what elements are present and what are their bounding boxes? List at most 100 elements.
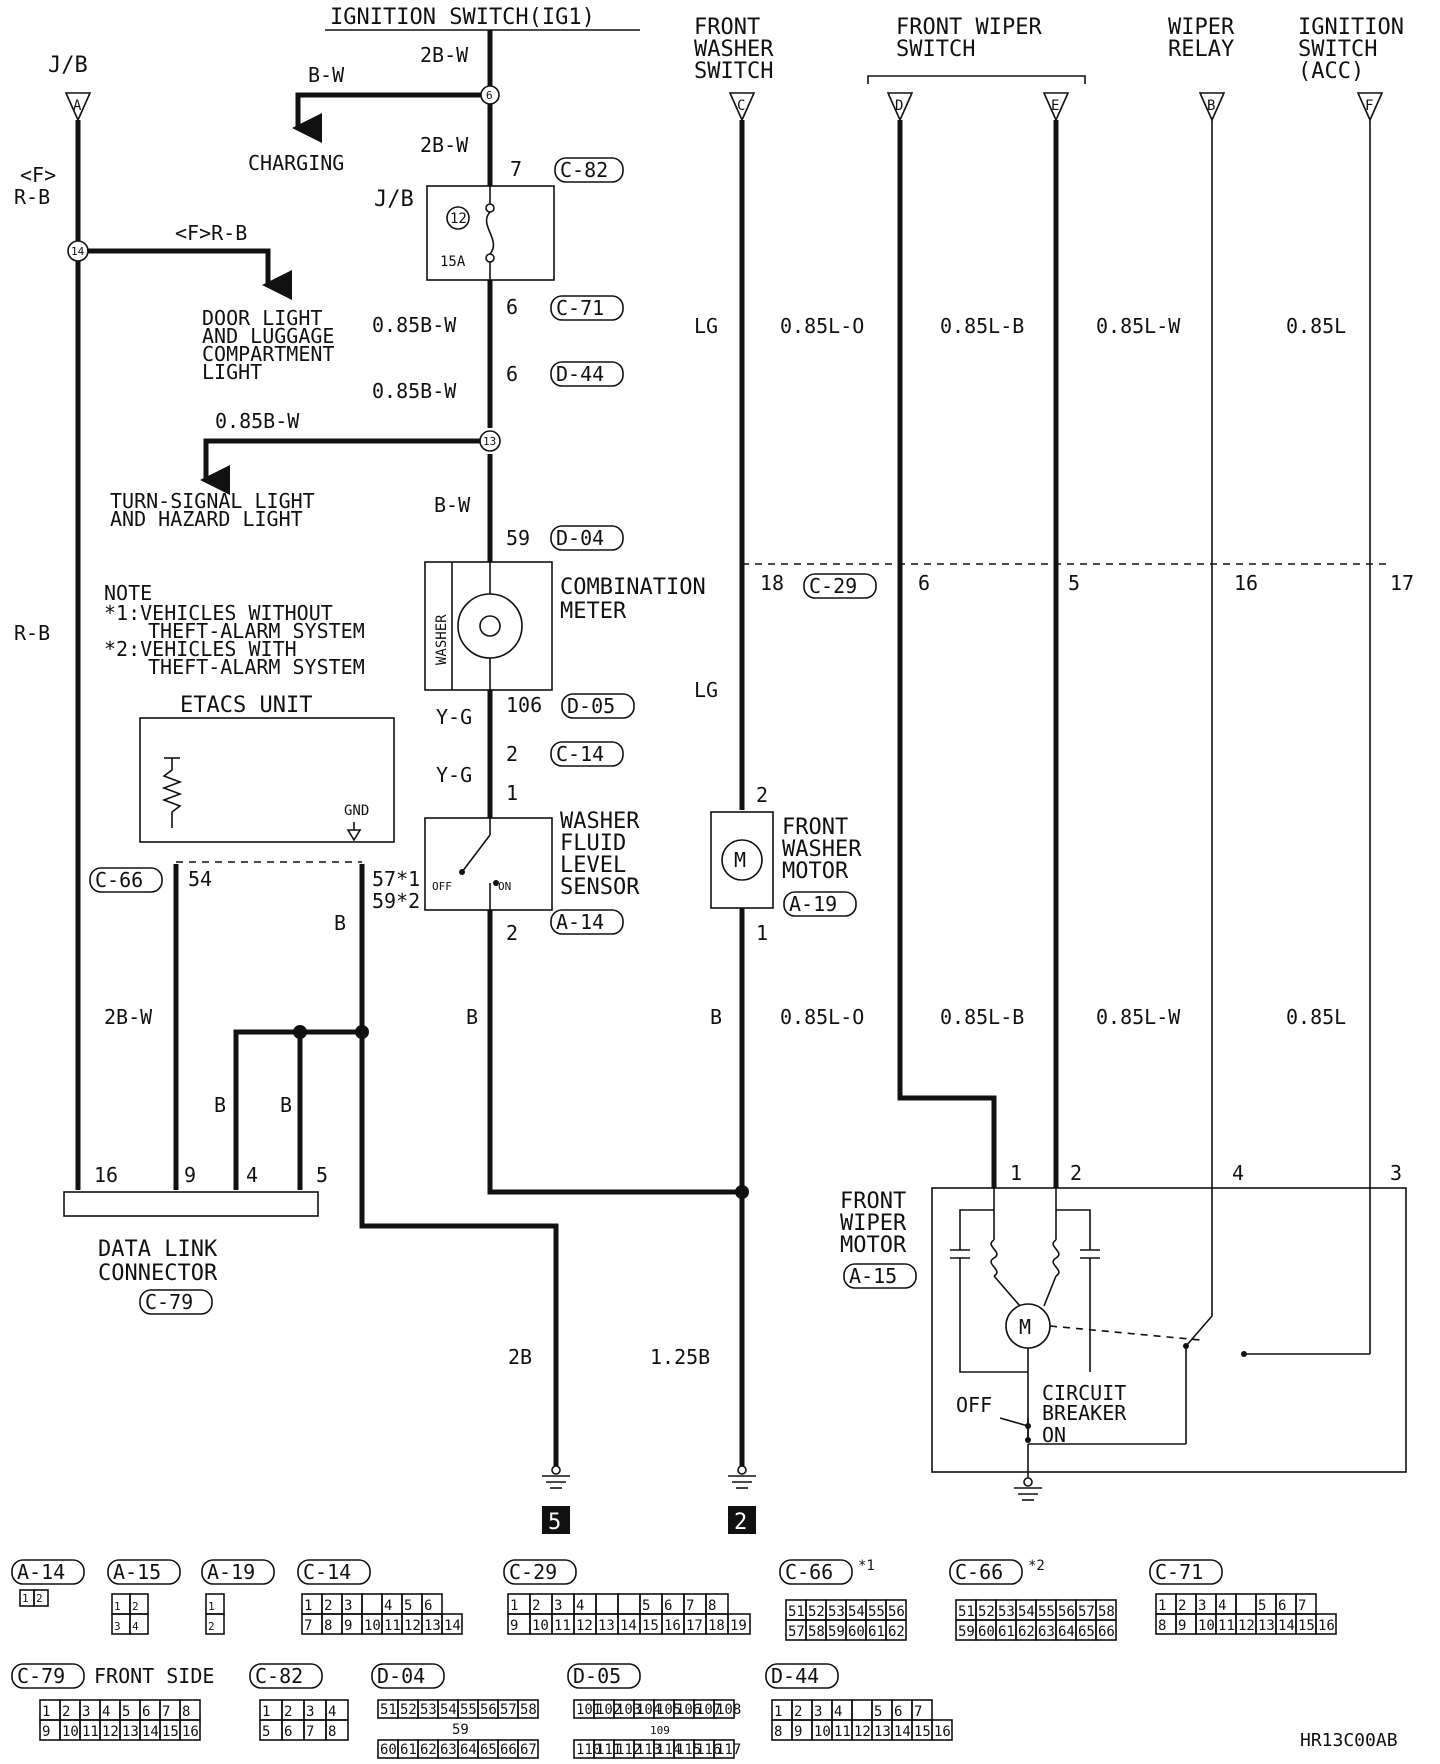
legend-a19: A-19 — [201, 1559, 275, 1585]
svg-text:THEFT-ALARM SYSTEM: THEFT-ALARM SYSTEM — [148, 619, 365, 643]
legend-pin: 7 — [686, 1598, 694, 1614]
conn-c-66: C-66 — [89, 867, 163, 893]
header-front-washer-switch: FRONT WASHER SWITCH — [694, 15, 774, 84]
wire-label-085l-w-1: 0.85L-W — [1096, 314, 1181, 338]
svg-text:16: 16 — [1234, 571, 1258, 595]
legend-pin: 51 — [380, 1702, 397, 1718]
svg-text:D-44: D-44 — [556, 362, 604, 386]
legend-pin: 103 — [616, 1702, 641, 1718]
legend-pin: 64 — [1058, 1624, 1075, 1640]
legend-pin: 53 — [420, 1702, 437, 1718]
svg-text:LEVEL: LEVEL — [560, 853, 626, 878]
svg-text:C-14: C-14 — [303, 1560, 351, 1584]
legend-c29: C-29 — [503, 1559, 577, 1585]
pin-106: 106 — [506, 693, 542, 717]
connector-triangle-d: D — [886, 92, 914, 122]
wire-label-085l-w-2: 0.85L-W — [1096, 1005, 1181, 1029]
svg-text:E: E — [1051, 98, 1059, 114]
legend-pin: 60 — [848, 1624, 865, 1640]
legend-pin: 1 — [774, 1704, 782, 1720]
legend-c66b: C-66*2 — [949, 1558, 1045, 1585]
legend-pin: 66 — [1098, 1624, 1115, 1640]
legend-pin: 16 — [182, 1724, 199, 1740]
legend-pin: 14 — [1278, 1618, 1295, 1634]
legend-pin: 51 — [788, 1604, 805, 1620]
svg-text:A-19: A-19 — [789, 892, 837, 916]
svg-text:D-04: D-04 — [377, 1664, 425, 1688]
label-charging: CHARGING — [248, 151, 344, 175]
legend-pin: 54 — [440, 1702, 457, 1718]
svg-text:D-44: D-44 — [771, 1664, 819, 1688]
svg-text:WIPER: WIPER — [1168, 15, 1235, 40]
legend-d05: D-05 — [567, 1663, 641, 1689]
legend-pin: 62 — [420, 1742, 437, 1758]
svg-text:17: 17 — [1390, 571, 1414, 595]
svg-text:C-66: C-66 — [785, 1560, 833, 1584]
legend-pin: 1 — [22, 1592, 29, 1605]
wire-label-lg-2: LG — [694, 678, 718, 702]
conn-c-79: C-79 — [139, 1289, 213, 1315]
svg-text:FRONT WIPER: FRONT WIPER — [896, 15, 1042, 40]
pin-dlc-9: 9 — [184, 1163, 196, 1187]
wire-label-085l-1: 0.85L — [1286, 314, 1346, 338]
svg-text:SWITCH: SWITCH — [694, 59, 773, 84]
svg-text:A-14: A-14 — [556, 910, 604, 934]
svg-text:MOTOR: MOTOR — [840, 1233, 907, 1258]
wire-r-b-main — [75, 120, 292, 1190]
wire-label-2b-w-1: 2B-W — [420, 43, 469, 67]
legend-pin: 2 — [284, 1704, 292, 1720]
legend-a14: A-14 — [11, 1559, 85, 1585]
conn-a-19: A-19 — [783, 891, 857, 917]
legend-pin: 13 — [424, 1618, 441, 1634]
legend-pin: 14 — [894, 1724, 911, 1740]
legend-pin: 15 — [642, 1618, 659, 1634]
pin-7: 7 — [510, 157, 522, 181]
legend-pin: 2 — [794, 1704, 802, 1720]
front-washer-motor: M — [710, 811, 774, 909]
label-door-light-2: AND LUGGAGE — [202, 324, 334, 348]
legend-grid-a19: 12 — [205, 1593, 225, 1635]
legend-pin: 56 — [888, 1604, 905, 1620]
label-on: ON — [1042, 1423, 1066, 1447]
legend-pin: 1 — [262, 1704, 270, 1720]
legend-pin: 55 — [1038, 1604, 1055, 1620]
legend-pin: 16 — [934, 1724, 951, 1740]
wire-label-y-g-2: Y-G — [436, 763, 472, 787]
svg-text:DATA LINK: DATA LINK — [98, 1237, 218, 1262]
label-front-wiper-motor: FRONT WIPER MOTOR — [840, 1189, 907, 1258]
wire-label-r-b-top: R-B — [14, 185, 50, 209]
conn-c-29-line: 18 C-29 6 5 16 17 — [742, 563, 1414, 599]
svg-text:SWITCH: SWITCH — [896, 37, 975, 62]
legend-c82: C-82 — [249, 1663, 323, 1689]
pin-6b: 6 — [506, 362, 518, 386]
wire-label-b-etacs: B — [334, 911, 346, 935]
legend-pin: 52 — [400, 1702, 417, 1718]
legend-pin: 53 — [828, 1604, 845, 1620]
legend-pin: 14 — [620, 1618, 637, 1634]
legend-pin: 12 — [576, 1618, 593, 1634]
svg-text:FLUID: FLUID — [560, 831, 626, 856]
legend-pin: 57 — [788, 1624, 805, 1640]
legend-pin: 7 — [304, 1618, 312, 1634]
splice-13: 13 — [479, 430, 501, 452]
label-combination-meter-1: COMBINATION — [560, 575, 706, 600]
legend-pin: 51 — [958, 1604, 975, 1620]
legend-pin: 111 — [596, 1742, 621, 1758]
legend-pin: 10 — [364, 1618, 381, 1634]
legend-pin: 2 — [1178, 1598, 1186, 1614]
legend-pin: 7 — [1298, 1598, 1306, 1614]
legend-pin: 59 — [452, 1722, 469, 1738]
svg-text:A-14: A-14 — [17, 1560, 65, 1584]
legend-pin: 5 — [642, 1598, 650, 1614]
pin-m1: 1 — [1010, 1161, 1022, 1185]
label-combination-meter-2: METER — [560, 599, 627, 624]
wire-label-085l-b-2: 0.85L-B — [940, 1005, 1024, 1029]
svg-text:C-79: C-79 — [17, 1664, 65, 1688]
svg-text:18: 18 — [760, 571, 784, 595]
legend-pin: 109 — [650, 1724, 670, 1737]
conn-c-71: C-71 — [550, 295, 624, 321]
etacs-wires — [173, 861, 559, 1466]
svg-text:WASHER: WASHER — [782, 837, 862, 862]
legend-pin: 104 — [636, 1702, 661, 1718]
